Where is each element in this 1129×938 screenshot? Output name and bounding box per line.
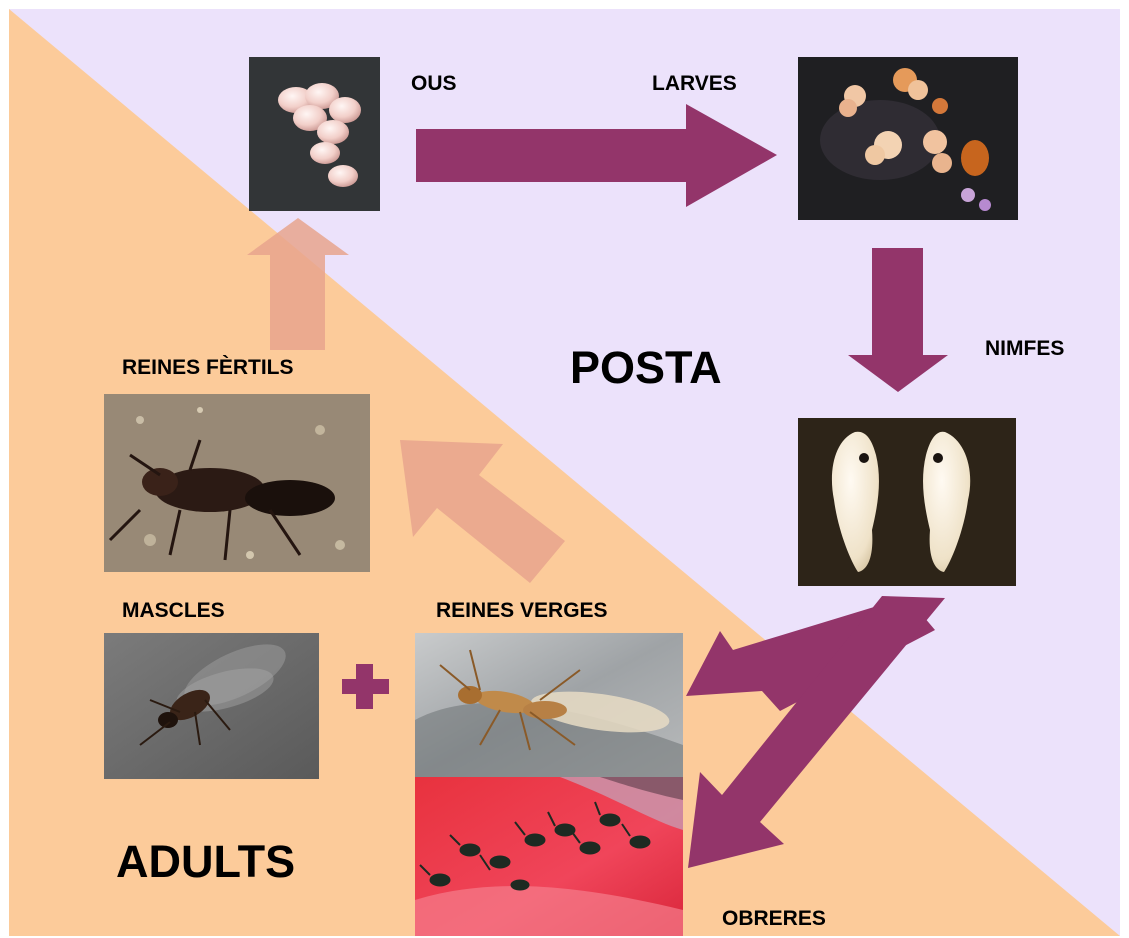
section-title-posta: POSTA: [570, 342, 722, 394]
label-reines-fertils: REINES FÈRTILS: [122, 356, 294, 380]
virgin-queen-photo: [415, 633, 683, 777]
label-ous: OUS: [411, 72, 457, 96]
eggs-photo: [249, 57, 380, 211]
label-larves: LARVES: [652, 72, 737, 96]
pupae-photo: [798, 418, 1016, 586]
label-nimfes: NIMFES: [985, 337, 1064, 361]
label-obreres: OBRERES: [722, 907, 826, 931]
males-photo: [104, 632, 319, 779]
larvae-photo: [798, 57, 1018, 220]
fertile-queen-photo: [104, 394, 370, 572]
label-reines-verges: REINES VERGES: [436, 599, 608, 623]
label-mascles: MASCLES: [122, 599, 225, 623]
workers-photo: [415, 777, 683, 936]
section-title-adults: ADULTS: [116, 836, 295, 888]
